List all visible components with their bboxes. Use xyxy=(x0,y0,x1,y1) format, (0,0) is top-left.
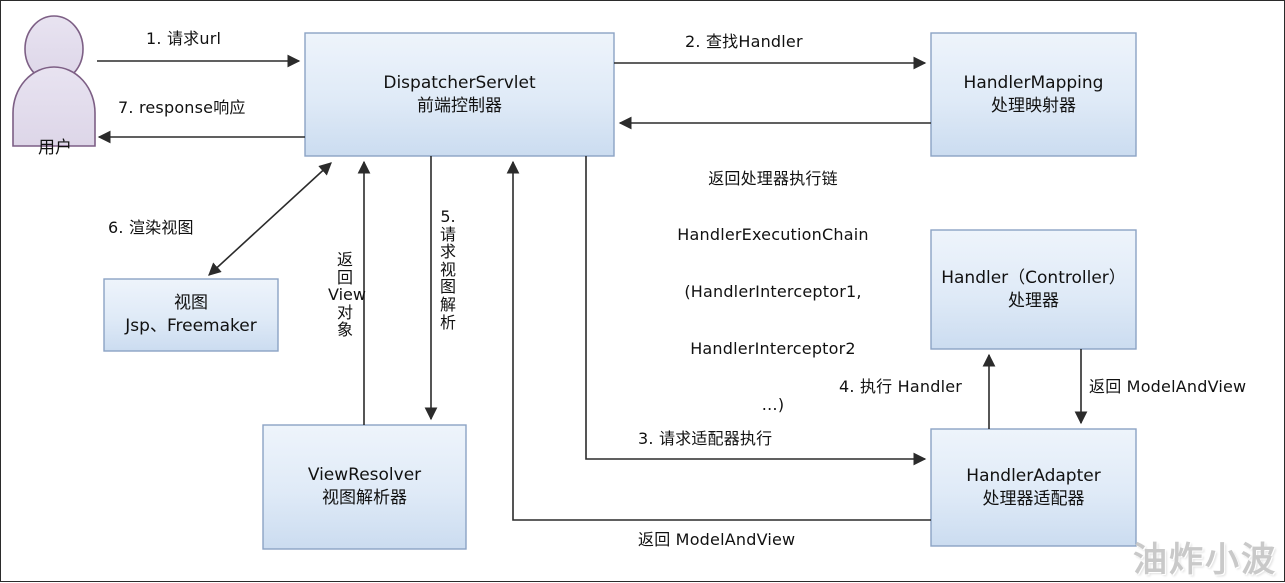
view-resolve-line-6: 析 xyxy=(439,312,456,332)
view-resolve-line-4: 图 xyxy=(439,277,456,297)
watermark: 油炸小波 xyxy=(1133,540,1277,580)
edge-label-return-execution-chain: 返回处理器执行链 HandlerExecutionChain (HandlerI… xyxy=(658,132,888,453)
edge-return-modelandview-dispatcher xyxy=(506,160,931,521)
user-actor-caption: 用户 xyxy=(38,138,72,158)
edge-label-request-adapter-exec: 3. 请求适配器执行 xyxy=(638,429,773,448)
edge-render-view xyxy=(208,162,332,276)
edge-request-adapter-exec xyxy=(585,156,927,466)
user-actor-icon xyxy=(12,15,96,147)
return-view-line-1: 回 xyxy=(336,267,353,287)
view-resolve-line-0: 5. xyxy=(440,207,456,226)
return-view-line-3: 对 xyxy=(336,302,353,322)
node-dispatcher-servlet[interactable] xyxy=(304,32,615,157)
node-view[interactable] xyxy=(103,278,279,352)
edge-label-return-modelandview-dispatcher: 返回 ModelAndView xyxy=(638,530,796,549)
view-resolve-line-1: 请 xyxy=(439,224,456,244)
node-view-resolver[interactable] xyxy=(262,424,467,550)
exec-chain-line-0: 返回处理器执行链 xyxy=(708,168,838,188)
return-view-line-2: View xyxy=(328,285,366,305)
view-resolve-line-2: 求 xyxy=(439,242,456,262)
view-resolve-line-3: 视 xyxy=(439,259,456,279)
edge-label-response: 7. response响应 xyxy=(118,98,246,117)
edge-label-request-url: 1. 请求url xyxy=(146,29,222,48)
edge-label-return-view-object: 返 回 View 对 象 xyxy=(328,250,366,340)
node-handler-controller[interactable] xyxy=(930,229,1137,350)
exec-chain-line-2: (HandlerInterceptor1, xyxy=(684,282,862,301)
edge-label-return-modelandview-adapter: 返回 ModelAndView xyxy=(1089,377,1247,396)
exec-chain-line-3: HandlerInterceptor2 xyxy=(690,338,856,358)
node-handler-adapter[interactable] xyxy=(930,428,1137,547)
exec-chain-line-4: …) xyxy=(761,395,785,415)
return-view-line-0: 返 xyxy=(336,250,353,269)
return-view-line-4: 象 xyxy=(336,320,353,340)
edge-label-request-view-resolve: 5. 请 求 视 图 解 析 xyxy=(437,208,459,331)
edge-label-execute-handler: 4. 执行 Handler xyxy=(839,377,963,396)
view-resolve-line-5: 解 xyxy=(439,294,456,314)
edge-label-find-handler: 2. 查找Handler xyxy=(685,32,803,51)
exec-chain-line-1: HandlerExecutionChain xyxy=(677,225,869,245)
edge-label-render-view: 6. 渲染视图 xyxy=(108,218,194,237)
node-handler-mapping[interactable] xyxy=(930,32,1137,157)
